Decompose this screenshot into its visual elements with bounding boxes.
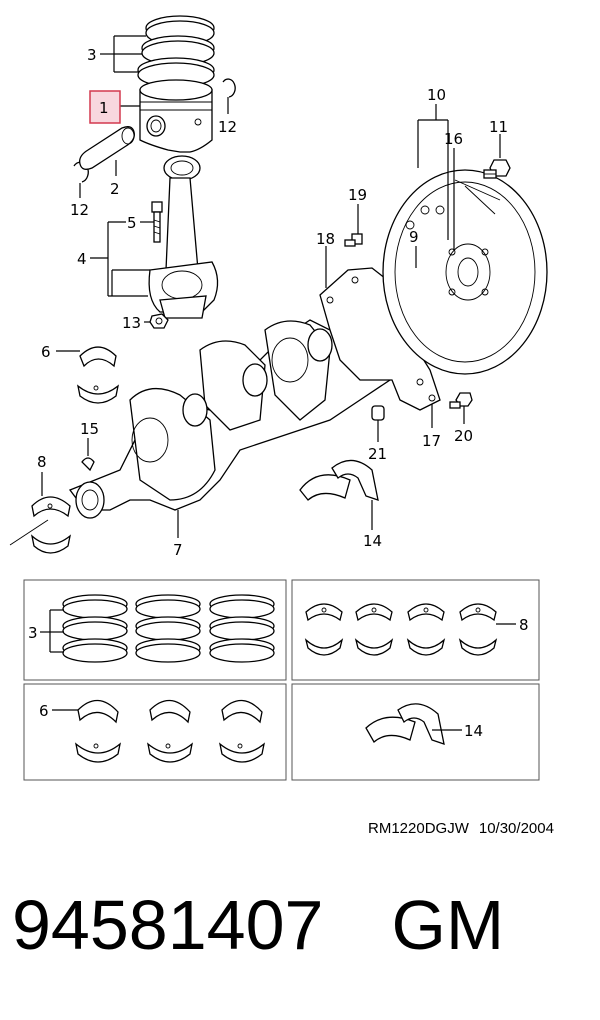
- kit-box-rings: 3: [23, 579, 287, 681]
- brand-name: GM: [391, 886, 505, 964]
- label-17: 17: [422, 432, 441, 450]
- ring-set-2: [135, 594, 201, 663]
- main-bearing-pair-2: [147, 699, 193, 763]
- ring-set-3: [209, 594, 275, 663]
- flywheel: [382, 169, 548, 375]
- label-19: 19: [348, 186, 367, 204]
- kit-label-6: 6: [39, 702, 49, 720]
- snap-ring-right: [222, 78, 236, 98]
- label-14: 14: [363, 532, 382, 550]
- parts-diagram: 1 2 3 4 5 6 7 8 9 10 11 12 12 13 14 15 1…: [9, 15, 548, 781]
- label-1: 1: [99, 99, 109, 117]
- dowel-pin: [371, 405, 385, 421]
- bearing-pair-2: [354, 603, 394, 656]
- label-18: 18: [316, 230, 335, 248]
- rod-bearing-upper: [31, 496, 71, 518]
- retainer-bolt-20: [449, 392, 473, 409]
- kit-label-14: 14: [464, 722, 483, 740]
- reference-date: 10/30/2004: [478, 820, 554, 837]
- kit-label-8: 8: [519, 616, 529, 634]
- thrust-washers: [299, 459, 379, 501]
- label-21: 21: [368, 445, 387, 463]
- woodruff-key: [81, 457, 95, 472]
- label-8: 8: [37, 453, 47, 471]
- part-labels: 1 2 3 4 5 6 7 8 9 10 11 12 12 13 14 15 1…: [37, 46, 508, 559]
- part-number: 94581407: [12, 886, 324, 964]
- label-15: 15: [80, 420, 99, 438]
- highlight-box: [89, 90, 121, 124]
- reference-code: RM1220DGJW: [368, 820, 469, 837]
- kit-box-thrust-washers: 14: [291, 683, 540, 781]
- leader-lines: [41, 35, 501, 538]
- label-11: 11: [489, 118, 508, 136]
- kit-label-3: 3: [28, 624, 38, 642]
- label-10: 10: [427, 86, 446, 104]
- label-4: 4: [77, 250, 87, 268]
- piston-rings: [137, 15, 215, 88]
- rod-bolt: [151, 201, 163, 243]
- label-5: 5: [127, 214, 137, 232]
- main-bearing-pair-3: [219, 699, 265, 763]
- main-bearing-lower: [77, 384, 119, 404]
- bearing-pair-4: [458, 603, 498, 656]
- drawing-reference: RM1220DGJW 10/30/2004: [368, 820, 564, 837]
- kit-box-main-bearings: 6: [23, 683, 287, 781]
- label-20: 20: [454, 427, 473, 445]
- flywheel-bolt: [483, 159, 511, 179]
- piston-pin: [79, 126, 135, 170]
- rod-nut: [149, 313, 169, 329]
- main-bearing-pair-1: [75, 699, 121, 763]
- label-16: 16: [444, 130, 463, 148]
- label-3: 3: [87, 46, 97, 64]
- crankshaft: [68, 319, 396, 519]
- label-13: 13: [122, 314, 141, 332]
- bearing-pair-1: [304, 603, 344, 656]
- ring-set-1: [62, 594, 128, 663]
- rod-bearing-lower: [30, 503, 71, 554]
- label-12-left: 12: [70, 201, 89, 219]
- retainer-bolt-19: [344, 233, 363, 247]
- seal-retainer: [319, 267, 441, 411]
- label-7: 7: [173, 541, 183, 559]
- piston: [139, 79, 213, 153]
- label-6: 6: [41, 343, 51, 361]
- main-bearing-upper: [79, 346, 117, 368]
- label-9: 9: [409, 228, 419, 246]
- label-2: 2: [110, 180, 120, 198]
- label-12-right: 12: [218, 118, 237, 136]
- kit-box-rod-bearings: 8: [291, 579, 540, 681]
- connecting-rod: [148, 155, 219, 319]
- bearing-pair-3: [406, 603, 446, 656]
